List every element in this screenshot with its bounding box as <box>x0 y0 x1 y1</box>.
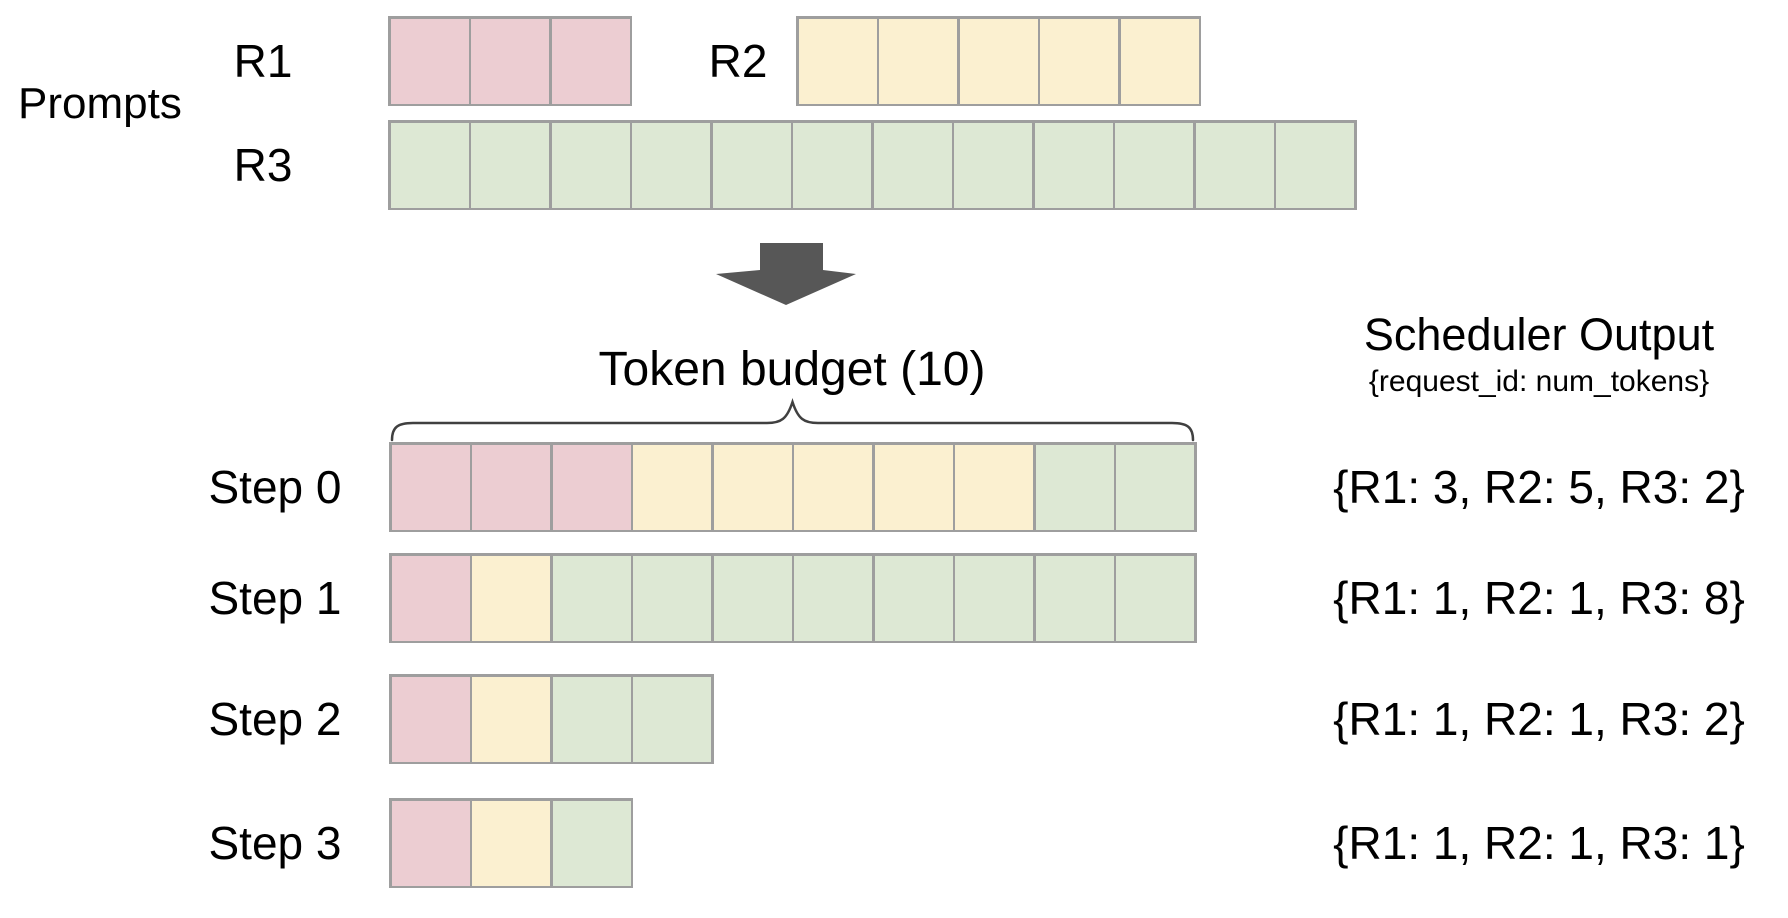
token-cell-r1 <box>391 444 470 530</box>
down-arrow-icon <box>716 243 856 305</box>
token-cell-r2 <box>472 800 550 886</box>
token-cell-r2 <box>1040 18 1118 104</box>
step-row <box>389 674 714 764</box>
step-row <box>389 442 1197 532</box>
token-cell-r1 <box>391 676 470 762</box>
request-label-r1: R1 <box>233 35 293 87</box>
token-cell-r2 <box>955 444 1033 530</box>
prompt-row-r1 <box>388 16 632 106</box>
request-label-r3: R3 <box>233 139 293 191</box>
prompts-section-label: Prompts <box>18 79 182 128</box>
token-cell-r3 <box>552 676 631 762</box>
token-cell-r3 <box>713 555 792 641</box>
step-label: Step 3 <box>208 817 342 869</box>
scheduler-output-subtitle: {request_id: num_tokens} <box>1368 365 1710 398</box>
token-cell-r2 <box>472 555 550 641</box>
token-cell-r3 <box>793 122 871 208</box>
step-row-container-1: Step 1 {R1: 1, R2: 1, R3: 8} <box>0 553 1788 643</box>
step-row-container-2: Step 2 {R1: 1, R2: 1, R3: 2} <box>0 674 1788 764</box>
step-row-container-3: Step 3 {R1: 1, R2: 1, R3: 1} <box>0 798 1788 888</box>
scheduler-output-title: Scheduler Output <box>1363 309 1715 360</box>
token-cell-r3 <box>632 122 710 208</box>
token-cell-r3 <box>1035 555 1114 641</box>
token-cell-r3 <box>552 555 631 641</box>
token-cell-r3 <box>873 122 952 208</box>
token-budget-label: Token budget (10) <box>598 343 986 396</box>
step-label: Step 0 <box>208 461 342 513</box>
token-cell-r3 <box>955 555 1033 641</box>
token-cell-r1 <box>551 18 630 104</box>
token-cell-r2 <box>959 18 1038 104</box>
token-cell-r1 <box>391 800 470 886</box>
token-cell-r1 <box>552 444 631 530</box>
token-cell-r3 <box>954 122 1032 208</box>
step-label: Step 1 <box>208 572 342 624</box>
token-cell-r3 <box>1034 122 1113 208</box>
token-cell-r3 <box>1116 444 1194 530</box>
token-cell-r1 <box>472 444 550 530</box>
step-output: {R1: 3, R2: 5, R3: 2} <box>1333 461 1745 513</box>
token-cell-r2 <box>874 444 953 530</box>
step-output: {R1: 1, R2: 1, R3: 1} <box>1333 817 1745 869</box>
step-row <box>389 798 633 888</box>
token-cell-r2 <box>798 18 877 104</box>
token-cell-r2 <box>879 18 957 104</box>
token-cell-r2 <box>633 444 711 530</box>
token-cell-r3 <box>551 122 630 208</box>
token-cell-r3 <box>633 676 711 762</box>
token-cell-r3 <box>794 555 872 641</box>
prompt-row-r2 <box>796 16 1201 106</box>
step-output: {R1: 1, R2: 1, R3: 8} <box>1333 572 1745 624</box>
token-cell-r3 <box>552 800 631 886</box>
token-cell-r3 <box>1276 122 1354 208</box>
token-cell-r2 <box>713 444 792 530</box>
token-budget-brace-icon <box>390 397 1195 442</box>
token-cell-r1 <box>390 18 469 104</box>
token-cell-r3 <box>471 122 549 208</box>
token-cell-r3 <box>1116 555 1194 641</box>
token-cell-r2 <box>794 444 872 530</box>
request-label-r2: R2 <box>708 35 768 87</box>
token-cell-r3 <box>712 122 791 208</box>
token-cell-r3 <box>1115 122 1193 208</box>
token-cell-r3 <box>874 555 953 641</box>
prompt-row-r3 <box>388 120 1357 210</box>
token-cell-r2 <box>1120 18 1199 104</box>
scheduler-output-header: Scheduler Output {request_id: num_tokens… <box>1290 310 1788 402</box>
step-row-container-0: Step 0 {R1: 3, R2: 5, R3: 2} <box>0 442 1788 532</box>
token-cell-r3 <box>1035 444 1114 530</box>
token-cell-r3 <box>633 555 711 641</box>
token-cell-r3 <box>1195 122 1274 208</box>
token-cell-r2 <box>472 676 550 762</box>
token-cell-r1 <box>471 18 549 104</box>
token-cell-r3 <box>390 122 469 208</box>
step-row <box>389 553 1197 643</box>
token-cell-r1 <box>391 555 470 641</box>
step-output: {R1: 1, R2: 1, R3: 2} <box>1333 693 1745 745</box>
step-label: Step 2 <box>208 693 342 745</box>
